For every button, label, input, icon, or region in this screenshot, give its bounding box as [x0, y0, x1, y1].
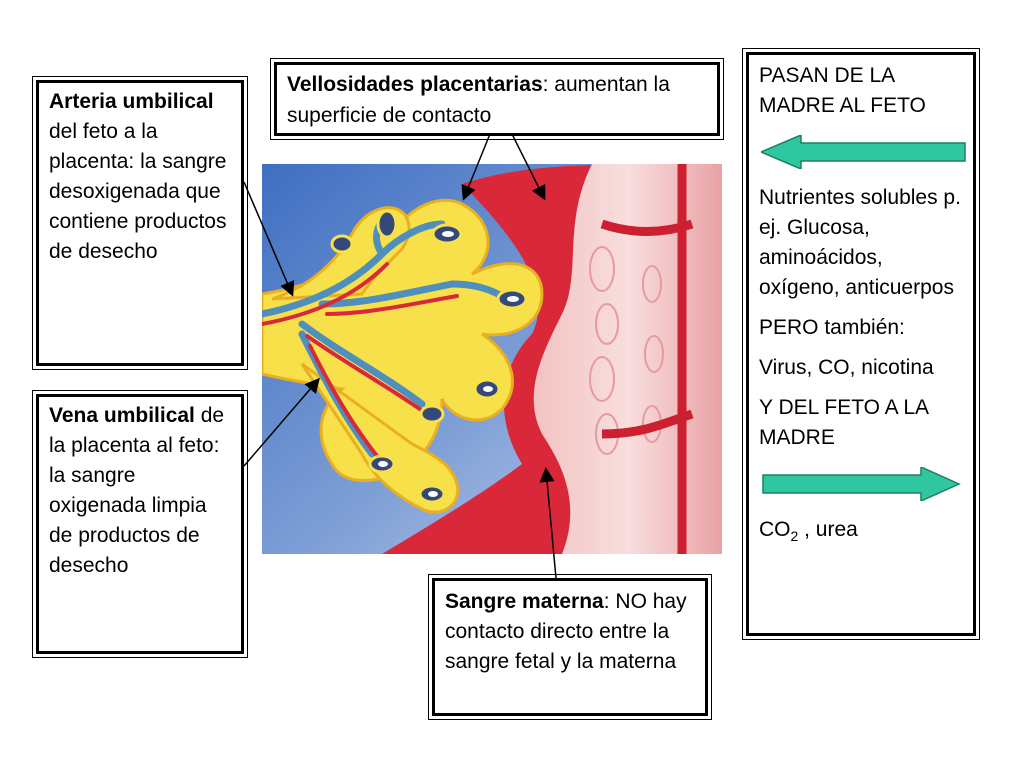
exchange-summary-box: PASAN DE LA MADRE AL FETO Nutrientes sol…: [742, 48, 980, 640]
placenta-illustration: [262, 164, 722, 554]
co2-main: CO: [759, 518, 791, 541]
vellosidades-text: : aumentan la superficie de contacto: [287, 73, 670, 127]
arteria-title: Arteria umbilical: [49, 90, 214, 113]
madre-feto-heading: PASAN DE LA MADRE AL FETO: [759, 64, 926, 117]
co2-subscript: 2: [790, 528, 799, 545]
sangre-text: : NO hay contacto directo entre la sangr…: [445, 590, 687, 673]
arteria-umbilical-box: Arteria umbilical del feto a la placenta…: [32, 76, 248, 370]
vena-title: Vena umbilical: [49, 404, 195, 427]
pero-text: PERO también:: [759, 316, 905, 339]
nutrientes-text: Nutrientes solubles p. ej. Glucosa, amin…: [759, 186, 961, 299]
sangre-title: Sangre materna: [445, 590, 604, 613]
arrow-right-icon: [762, 467, 961, 501]
feto-madre-heading: Y DEL FETO A LA MADRE: [759, 396, 928, 449]
co2-rest: , urea: [798, 518, 858, 541]
vellosidades-box: Vellosidades placentarias: aumentan la s…: [270, 58, 724, 140]
uterine-vessel: [600, 164, 694, 554]
vena-text: de la placenta al feto: la sangre oxigen…: [49, 404, 225, 577]
arteria-text: del feto a la placenta: la sangre desoxi…: [49, 120, 227, 263]
vena-umbilical-box: Vena umbilical de la placenta al feto: l…: [32, 390, 248, 658]
virus-text: Virus, CO, nicotina: [759, 356, 934, 379]
capillary-highlights: [378, 231, 519, 497]
arrow-left-icon: [761, 135, 966, 169]
vellosidades-title: Vellosidades placentarias: [287, 73, 543, 96]
sangre-materna-box: Sangre materna: NO hay contacto directo …: [428, 574, 712, 720]
uterine-wall: [533, 164, 722, 554]
co2-urea-text: CO2 , urea: [759, 515, 963, 545]
